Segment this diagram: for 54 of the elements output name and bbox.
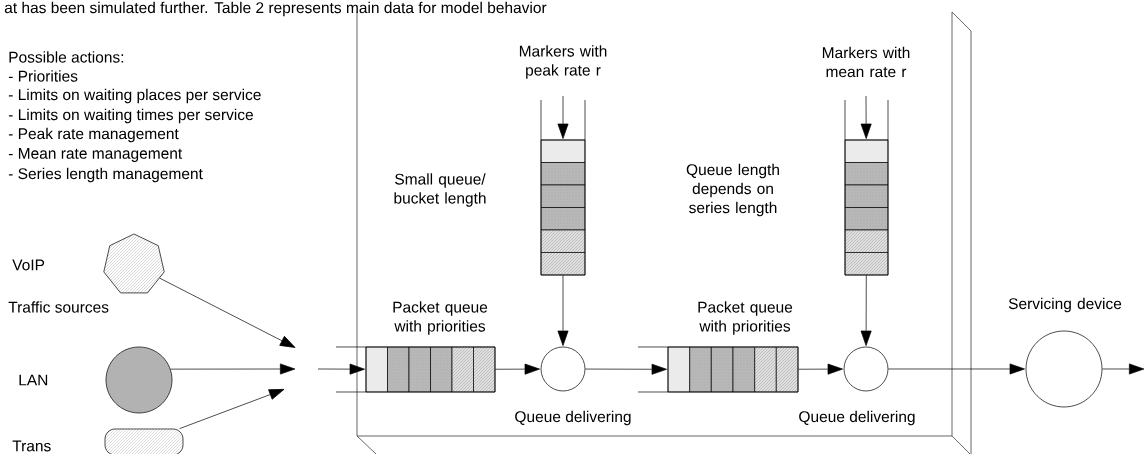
list-item: - Peak rate management: [8, 127, 179, 143]
marker-queue: [540, 207, 586, 253]
node-label: Packet queue with priorities: [393, 301, 488, 335]
arrow: [495, 363, 540, 375]
packet-queue: [732, 346, 777, 393]
marker-queue: [540, 229, 586, 275]
marker-queue: [844, 207, 889, 253]
packet-queue: [689, 346, 733, 393]
arrow: [557, 95, 569, 139]
packet-queue: [365, 346, 409, 393]
source-label: VoIP: [12, 259, 45, 271]
packet-queue: [710, 346, 755, 393]
list-item: Possible actions:: [9, 51, 124, 63]
node-label: Packet queue with priorities: [698, 301, 793, 335]
packet-queue: [430, 346, 474, 393]
arrow: [179, 389, 285, 429]
node-label: Markers with peak rate r: [519, 45, 607, 79]
packet-queue: [667, 346, 712, 393]
packet-queue: [387, 346, 431, 393]
arrow: [317, 363, 365, 375]
annotation: Small queue/ bucket length: [394, 173, 486, 207]
arrow: [159, 277, 296, 348]
arrow: [170, 363, 296, 375]
arrow: [1102, 363, 1145, 375]
annotation: Queue length depends on series length: [686, 163, 779, 217]
list-item: - Mean rate management: [8, 148, 183, 162]
source-label: Trans: [12, 440, 51, 452]
arrow: [585, 363, 667, 375]
node-label: Markers with mean rate r: [822, 46, 910, 78]
arrow: [557, 275, 569, 346]
arrow: [860, 95, 872, 139]
marker-queue: [844, 184, 889, 230]
arrow: [888, 363, 1025, 375]
marker-queue: [844, 162, 889, 208]
packet-queue: [408, 346, 452, 393]
arrow: [798, 363, 843, 375]
node-caption: Queue delivering: [515, 410, 631, 426]
marker-queue: [540, 184, 586, 230]
source-label: LAN: [19, 374, 48, 386]
body-text: at has been simulated further. Table 2 represents main data for model behavior: [4, 1, 547, 17]
marker-queue: [540, 162, 586, 208]
marker-queue: [540, 139, 586, 185]
packet-queue: [754, 346, 798, 393]
list-item: - Priorities: [8, 70, 78, 82]
marker-queue: [844, 139, 889, 185]
group-label: Traffic sources: [8, 301, 109, 313]
list-item: - Limits on waiting times per service: [8, 108, 253, 124]
marker-queue: [844, 229, 889, 275]
list-item: - Series length management: [8, 167, 203, 183]
list-item: - Limits on waiting places per service: [8, 88, 261, 104]
packet-queue: [451, 346, 495, 393]
arrow: [860, 275, 872, 346]
node-label: Servicing device: [1008, 297, 1122, 313]
node-caption: Queue delivering: [799, 410, 915, 426]
